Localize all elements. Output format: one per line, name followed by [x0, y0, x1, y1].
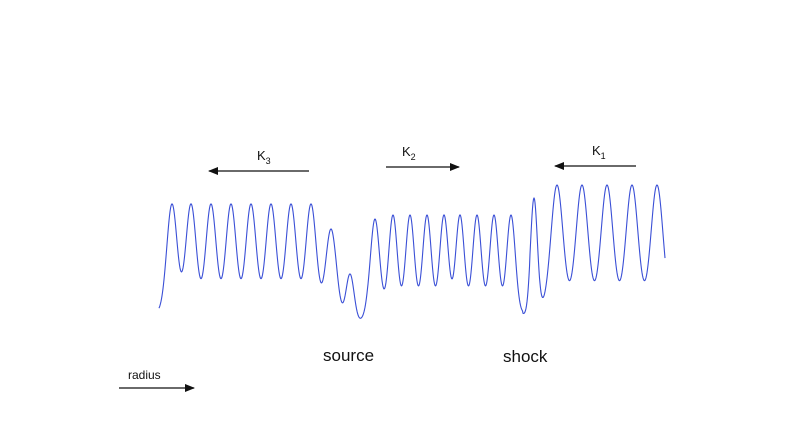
k3-label: K3 — [257, 148, 271, 166]
k1-group: K1 — [554, 143, 636, 170]
radius-label: radius — [128, 368, 161, 382]
shock-label: shock — [503, 347, 548, 366]
k1-label: K1 — [592, 143, 606, 161]
radius-indicator: radius — [119, 368, 195, 392]
k3-group: K3 — [208, 148, 309, 175]
k2-group: K2 — [386, 144, 460, 171]
k2-label: K2 — [402, 144, 416, 162]
source-label: source — [323, 346, 374, 365]
wave-trace — [158, 184, 666, 319]
